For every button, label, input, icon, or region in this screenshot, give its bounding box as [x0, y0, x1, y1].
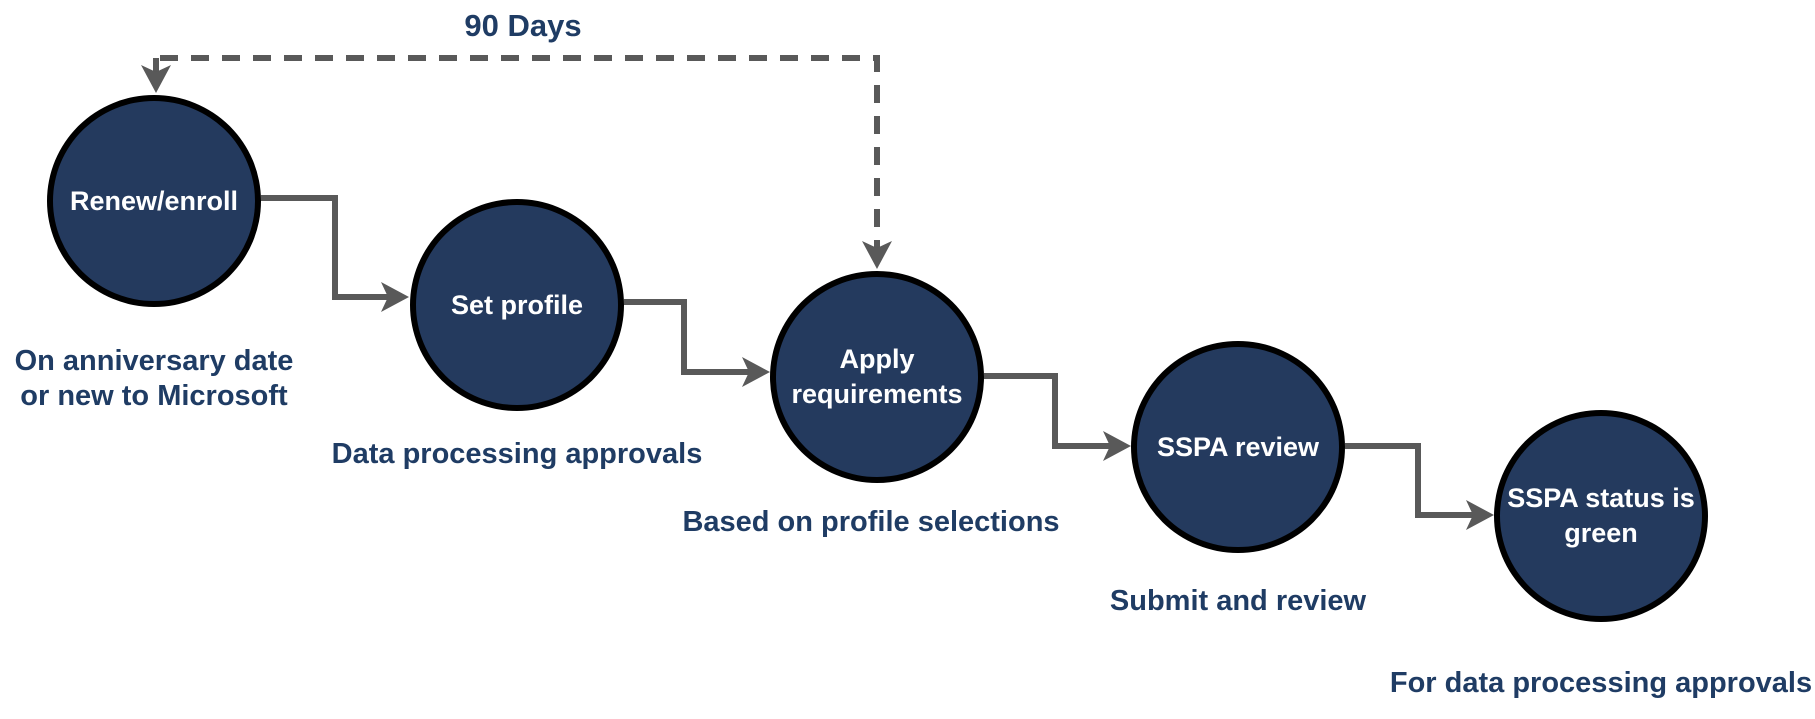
loop-connector-90-days [141, 55, 892, 269]
arrowhead-icon [1103, 431, 1131, 461]
node-label: SSPA status is green [1507, 483, 1695, 548]
loop-label-90-days: 90 Days [464, 8, 582, 43]
arrowhead-icon [381, 282, 409, 312]
connector-line [261, 195, 388, 300]
connector-set-profile-to-apply-requirements [624, 299, 770, 387]
connector-line [984, 373, 1110, 449]
node-label: SSPA review [1156, 431, 1320, 462]
caption-sspa-status-green: For data processing approvals [1389, 667, 1813, 699]
connector-line [1345, 443, 1473, 518]
connector-apply-requirements-to-sspa-review [984, 373, 1131, 461]
caption-apply-requirements: Based on profile selections [682, 506, 1060, 538]
caption-sspa-review: Submit and review [1109, 585, 1367, 617]
caption-renew-enroll: On anniversary date or new to Microsoft [14, 345, 294, 412]
connector-line [624, 299, 749, 375]
node-label: Renew/enroll [69, 185, 239, 216]
node-apply-requirements: Apply requirements [770, 271, 984, 483]
arrowhead-icon [742, 357, 770, 387]
node-label: Set profile [450, 289, 584, 320]
arrowhead-down-icon [862, 241, 892, 269]
node-sspa-review: SSPA review [1131, 341, 1345, 553]
node-renew-enroll: Renew/enroll [47, 95, 261, 307]
arrowhead-down-icon [141, 65, 171, 93]
caption-set-profile: Data processing approvals [331, 438, 703, 470]
connector-renew-to-set-profile [261, 195, 409, 312]
arrowhead-icon [1466, 500, 1494, 530]
dashed-connector-line [160, 55, 880, 248]
node-label: Apply requirements [791, 344, 963, 409]
node-sspa-status-green: SSPA status is green [1494, 410, 1708, 622]
connector-sspa-review-to-sspa-status-green [1345, 443, 1494, 530]
node-set-profile: Set profile [410, 199, 624, 411]
